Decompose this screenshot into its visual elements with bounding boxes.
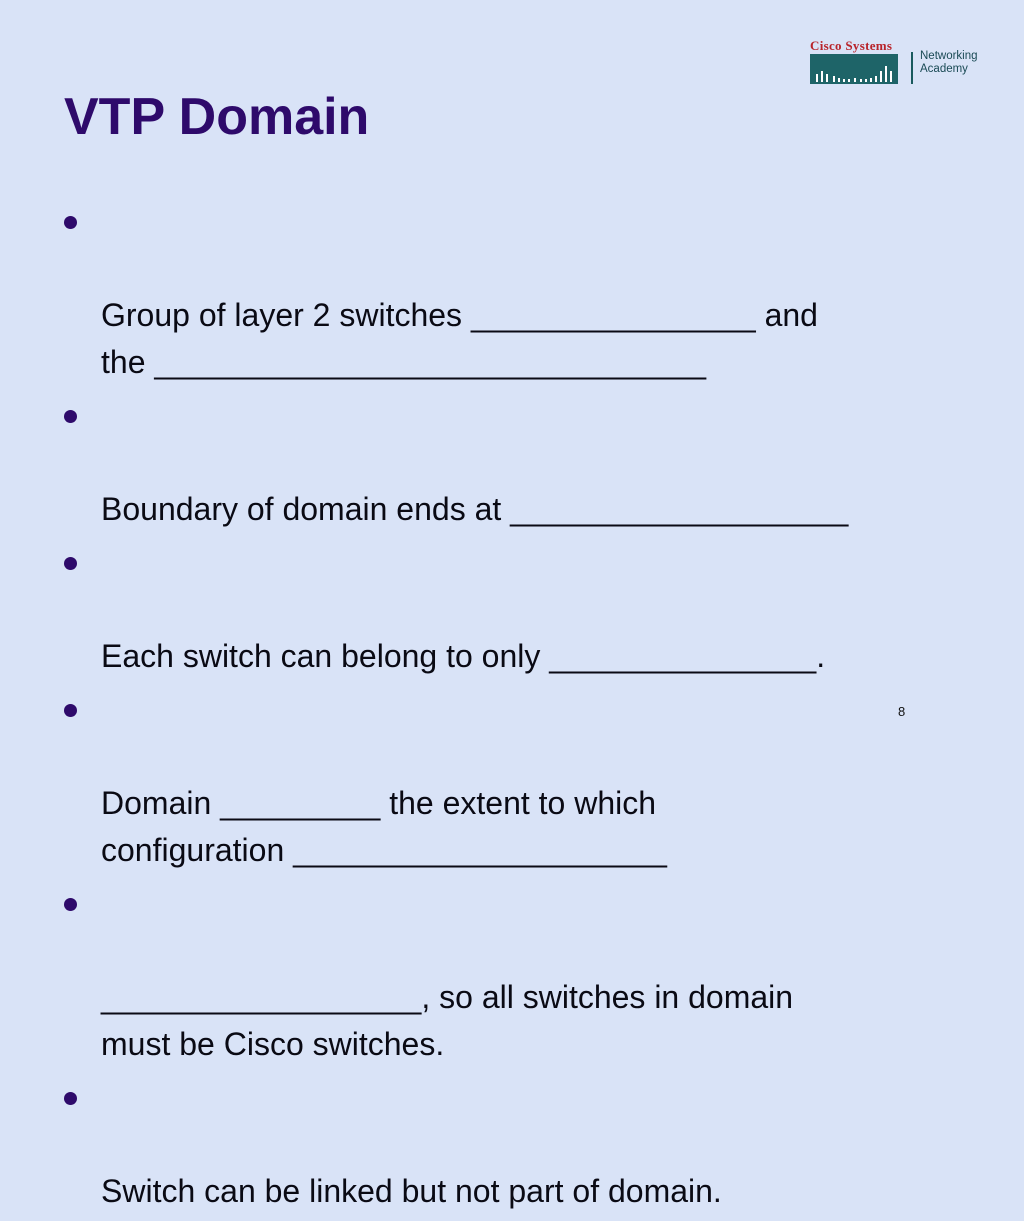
bullet-item: Group of layer 2 switches ______________… bbox=[64, 198, 964, 386]
logo-text-line1: Networking bbox=[920, 50, 978, 62]
bullet-text: Boundary of domain ends at _____________… bbox=[101, 491, 849, 527]
bullet-item: Domain _________ the extent to which con… bbox=[64, 686, 964, 874]
bullet-dot-icon bbox=[64, 216, 77, 229]
bullet-text: Each switch can belong to only _________… bbox=[101, 638, 826, 674]
bullet-dot-icon bbox=[64, 410, 77, 423]
bullet-text: Group of layer 2 switches ______________… bbox=[101, 297, 818, 380]
bullet-item: Boundary of domain ends at _____________… bbox=[64, 392, 964, 533]
cisco-systems-wordmark: Cisco Systems bbox=[810, 38, 893, 53]
networking-academy-label: Networking Academy bbox=[920, 50, 978, 76]
bullet-list: Group of layer 2 switches ______________… bbox=[64, 198, 964, 1221]
cisco-bridge-logo-icon bbox=[810, 54, 898, 84]
bullet-text: Switch can be linked but not part of dom… bbox=[101, 1173, 722, 1209]
logo-divider bbox=[911, 52, 913, 84]
bullet-text: __________________, so all switches in d… bbox=[101, 979, 794, 1062]
slide-title: VTP Domain bbox=[64, 88, 370, 146]
bullet-item: Each switch can belong to only _________… bbox=[64, 539, 964, 680]
bullet-item: __________________, so all switches in d… bbox=[64, 880, 964, 1068]
bullet-dot-icon bbox=[64, 557, 77, 570]
slide: Cisco Systems Netw bbox=[64, 38, 995, 1209]
page-number: 8 bbox=[898, 704, 906, 719]
bullet-dot-icon bbox=[64, 1092, 77, 1105]
bullet-dot-icon bbox=[64, 898, 77, 911]
logo-text-line2: Academy bbox=[920, 63, 968, 75]
bullet-item: Switch can be linked but not part of dom… bbox=[64, 1074, 964, 1215]
bullet-text: Domain _________ the extent to which con… bbox=[101, 785, 667, 868]
cisco-networking-academy-logo: Cisco Systems Netw bbox=[810, 38, 995, 88]
bullet-dot-icon bbox=[64, 704, 77, 717]
